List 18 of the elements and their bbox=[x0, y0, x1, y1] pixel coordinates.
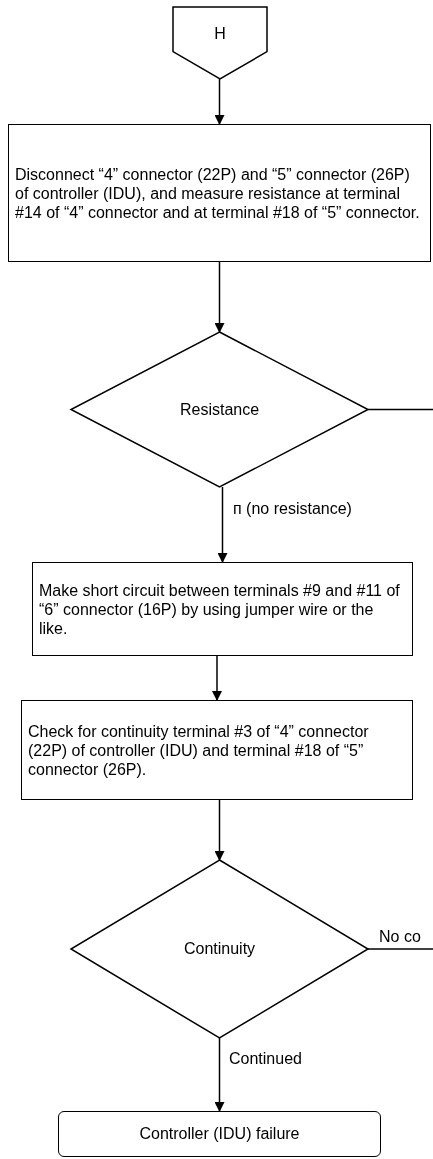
process-box bbox=[8, 124, 431, 262]
node-text: Disconnect “4” connector (22P) and “5” connector (26P) of controller (IDU), and measure resistance at terminal #14 of “4” connector and at terminal #18 of “5” connector. bbox=[15, 164, 421, 222]
node-text: Check for continuity terminal #3 of “4” connector (22P) of controller (IDU) and terminal #18 of “5” connector (26P). bbox=[28, 721, 370, 779]
arrow bbox=[214, 261, 225, 333]
process-box bbox=[21, 700, 413, 800]
node-text: Resistance bbox=[179, 400, 260, 419]
arrow bbox=[214, 78, 225, 125]
edge-label: п (no resistance) bbox=[232, 500, 353, 518]
arrow bbox=[217, 486, 228, 563]
process-box bbox=[32, 562, 413, 656]
node-text: H bbox=[214, 25, 226, 43]
arrow bbox=[214, 799, 225, 861]
terminal-box bbox=[58, 1111, 381, 1157]
node-text: Controller (IDU) failure bbox=[139, 1125, 300, 1143]
node-text: Make short circuit between terminals #9 and #11 of “6” connector (16P) by using jumper wire or the like. bbox=[39, 580, 401, 638]
arrow bbox=[212, 655, 222, 701]
node-text: Continuity bbox=[183, 940, 256, 958]
arrow bbox=[214, 1037, 225, 1112]
